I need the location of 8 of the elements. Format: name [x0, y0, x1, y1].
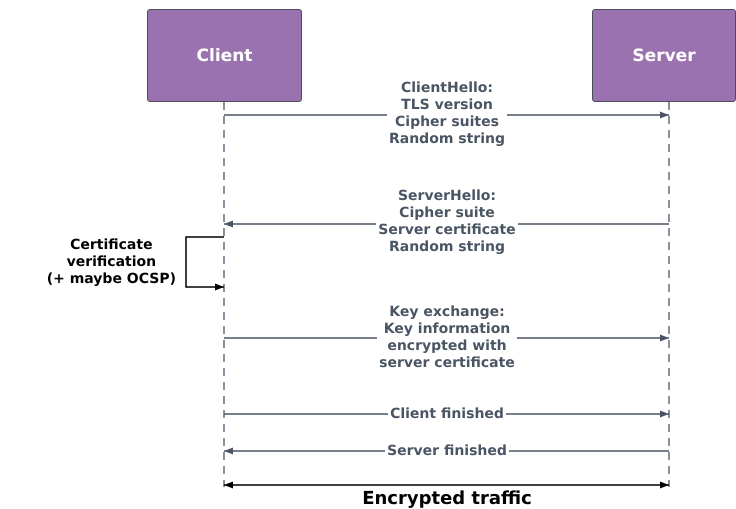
edge-label: ClientHello: TLS version Cipher suites Random string — [386, 80, 507, 148]
edge-label: ServerHello: Cipher suite Server certificate Random string — [376, 188, 518, 256]
participant-box: Server — [592, 9, 736, 102]
edge-label: Encrypted traffic — [361, 489, 533, 509]
participant-box: Client — [147, 9, 302, 102]
edge-label: Certificate verification (+ maybe OCSP) — [46, 237, 177, 288]
self-arrow — [185, 236, 224, 290]
double-arrow — [224, 482, 669, 488]
